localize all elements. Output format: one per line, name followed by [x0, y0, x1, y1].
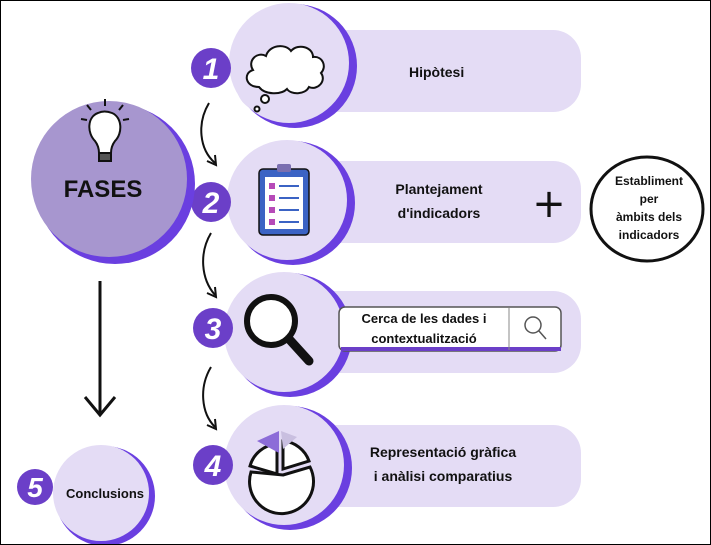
step-2: 2 Plantejament d'indicadors +: [191, 140, 581, 265]
step-4-label-line2: i anàlisi comparatius: [374, 468, 513, 484]
step-1-label: Hipòtesi: [409, 64, 464, 80]
step-2-label-line1: Plantejament: [395, 181, 482, 197]
step-5-number: 5: [27, 472, 43, 503]
extra-line2: per: [640, 192, 659, 206]
step-2-number: 2: [202, 187, 220, 220]
extra-line1: Establiment: [615, 174, 683, 188]
step-3-label-line1: Cerca de les dades i: [361, 311, 486, 326]
cloud-icon: [245, 45, 325, 113]
step-1: 1 Hipòtesi: [191, 3, 581, 128]
step-3-label-line2: contextualització: [371, 331, 477, 346]
step-3-badge: [193, 308, 233, 348]
arrow-fases-to-conclusions: [83, 281, 117, 418]
arrow-3-to-4-head: [206, 418, 218, 431]
step-2-badge: [191, 182, 231, 222]
step-4: 4 Representació gràfica i anàlisi compar…: [193, 405, 581, 530]
step-5-label: Conclusions: [66, 486, 144, 501]
step-3: 3 Cerca de les dades i contextualització: [193, 272, 581, 397]
lightbulb-icon: [80, 99, 130, 162]
extra-note: Establiment per àmbits dels indicadors: [589, 155, 705, 263]
step-3-number: 3: [205, 313, 222, 346]
arrow-3-to-4: [202, 366, 216, 428]
step-4-number: 4: [204, 450, 222, 483]
plus-symbol: +: [532, 181, 566, 227]
arrow-2-to-3-head: [206, 286, 218, 299]
search-bar: Cerca de les dades i contextualització: [338, 306, 562, 352]
step-1-badge: [191, 48, 231, 88]
arrow-2-to-3: [202, 232, 216, 296]
clipboard-checklist-icon: [258, 164, 310, 236]
pie-chart-icon: [248, 431, 316, 516]
step-5-badge: [17, 469, 53, 505]
extra-line4: indicadors: [619, 228, 680, 242]
arrow-1-to-2: [200, 102, 216, 164]
step-4-badge: [193, 445, 233, 485]
step-5-circle: [53, 445, 149, 541]
magnifier-icon: [244, 294, 314, 366]
step-5: 5 Conclusions: [17, 445, 155, 544]
step-1-number: 1: [203, 53, 220, 86]
step-arrows: [200, 102, 218, 431]
arrow-1-to-2-head: [206, 154, 218, 167]
step-2-label-line2: d'indicadors: [398, 205, 481, 221]
fases-node: FASES: [31, 99, 195, 264]
step-4-label-line1: Representació gràfica: [370, 444, 516, 460]
extra-line3: àmbits dels: [616, 210, 682, 224]
fases-title: FASES: [64, 176, 143, 203]
search-icon: [524, 316, 547, 340]
